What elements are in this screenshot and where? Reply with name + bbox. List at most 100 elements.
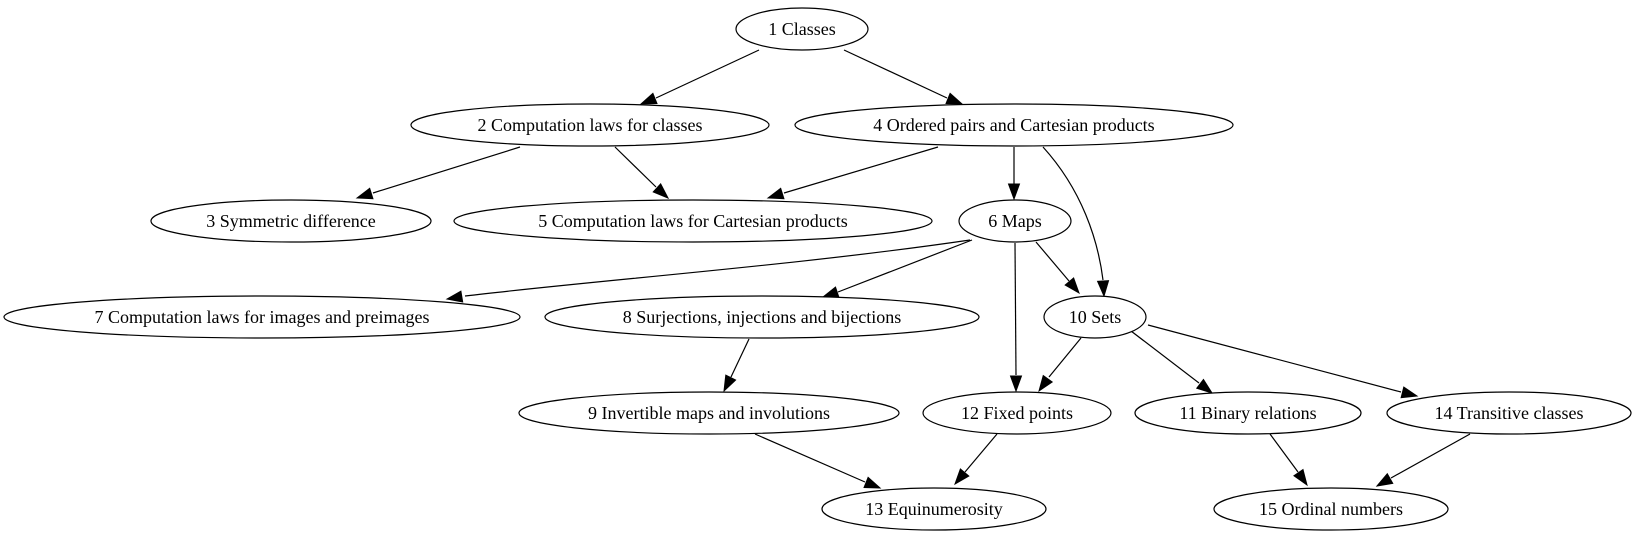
edge-n8-to-n9 <box>723 338 750 393</box>
edge-n12-to-n13 <box>954 433 998 486</box>
edge-n6-to-n7 <box>445 239 971 303</box>
node-n12: 12 Fixed points <box>922 391 1112 435</box>
edge-line <box>837 239 973 293</box>
edge-n6-to-n10 <box>1035 241 1080 295</box>
node-label: 12 Fixed points <box>961 403 1073 423</box>
edge-n10-to-n11 <box>1130 330 1214 394</box>
node-n1: 1 Classes <box>735 7 869 51</box>
edge-line <box>1390 433 1471 479</box>
node-ellipse <box>3 295 521 339</box>
edge-line <box>1269 433 1299 473</box>
edge-n2-to-n3 <box>355 146 521 200</box>
arrowhead <box>1009 375 1023 393</box>
edge-line <box>1130 330 1200 384</box>
arrowhead <box>652 182 670 199</box>
node-n4: 4 Ordered pairs and Cartesian products <box>794 103 1234 147</box>
edge-line <box>964 433 998 473</box>
arrowhead <box>863 476 882 489</box>
edge-line <box>372 146 521 194</box>
edge-n14-to-n15 <box>1375 433 1471 487</box>
arrowhead <box>1038 374 1054 393</box>
node-ellipse <box>1043 295 1147 339</box>
arrowhead <box>1293 468 1308 487</box>
node-n14: 14 Transitive classes <box>1386 391 1632 435</box>
arrowhead <box>766 187 785 200</box>
node-n5: 5 Computation laws for Cartesian product… <box>453 199 933 243</box>
node-n3: 3 Symmetric difference <box>150 199 432 243</box>
node-label: 15 Ordinal numbers <box>1259 499 1403 519</box>
node-label: 3 Symmetric difference <box>206 211 376 231</box>
node-label: 14 Transitive classes <box>1434 403 1583 423</box>
node-ellipse <box>518 391 900 435</box>
node-label: 2 Computation laws for classes <box>478 115 703 135</box>
node-ellipse <box>410 103 770 147</box>
node-n15: 15 Ordinal numbers <box>1213 487 1449 531</box>
edge-n10-to-n12 <box>1038 337 1082 393</box>
edge-n11-to-n15 <box>1269 433 1308 487</box>
edge-line <box>1035 241 1070 282</box>
edge-n1-to-n4 <box>843 49 964 105</box>
edge-line <box>1048 337 1082 378</box>
edge-line <box>1014 242 1017 376</box>
edge-line <box>783 146 939 194</box>
edge-line <box>614 146 657 188</box>
edge-line <box>464 239 971 297</box>
node-label: 4 Ordered pairs and Cartesian products <box>873 115 1154 135</box>
arrowhead <box>1007 183 1021 201</box>
edge-n6-to-n8 <box>821 239 973 298</box>
node-ellipse <box>453 199 933 243</box>
node-label: 6 Maps <box>988 211 1042 231</box>
arrowhead <box>1096 280 1110 298</box>
edge-n2-to-n5 <box>614 146 670 199</box>
nodes-layer: 1 Classes 2 Computation laws for classes 3… <box>3 7 1632 531</box>
arrowhead <box>1195 378 1214 394</box>
arrowhead <box>639 92 658 105</box>
edge-line <box>655 49 760 99</box>
edges-layer <box>355 49 1471 489</box>
node-label: 9 Invertible maps and involutions <box>588 403 830 423</box>
arrowhead <box>954 468 970 486</box>
edge-n10-to-n14 <box>1147 324 1419 399</box>
node-label: 7 Computation laws for images and preima… <box>95 307 430 327</box>
arrowhead <box>821 286 840 298</box>
node-n9: 9 Invertible maps and involutions <box>518 391 900 435</box>
edge-n4-to-n10 <box>1042 146 1110 298</box>
node-n2: 2 Computation laws for classes <box>410 103 770 147</box>
edge-line <box>730 338 750 378</box>
arrowhead <box>1064 277 1080 295</box>
edge-line <box>843 49 948 99</box>
node-ellipse <box>922 391 1112 435</box>
arrowhead <box>445 290 464 303</box>
node-n7: 7 Computation laws for images and preima… <box>3 295 521 339</box>
node-n13: 13 Equinumerosity <box>821 487 1047 531</box>
node-label: 5 Computation laws for Cartesian product… <box>538 211 847 231</box>
edge-line <box>754 433 866 483</box>
node-n11: 11 Binary relations <box>1134 391 1362 435</box>
edge-n6-to-n12 <box>1009 242 1023 393</box>
node-ellipse <box>958 199 1072 243</box>
arrowhead <box>1375 472 1394 487</box>
node-ellipse <box>821 487 1047 531</box>
node-n6: 6 Maps <box>958 199 1072 243</box>
edge-line <box>1147 324 1402 393</box>
node-label: 10 Sets <box>1069 307 1122 327</box>
arrowhead <box>723 374 737 393</box>
node-ellipse <box>150 199 432 243</box>
node-n10: 10 Sets <box>1043 295 1147 339</box>
arrowhead <box>1400 386 1419 399</box>
node-ellipse <box>1213 487 1449 531</box>
node-ellipse <box>1386 391 1632 435</box>
edge-n4-to-n5 <box>766 146 939 200</box>
arrowhead <box>945 92 964 105</box>
node-label: 11 Binary relations <box>1179 403 1316 423</box>
node-ellipse <box>544 295 980 339</box>
edge-n4-to-n6 <box>1007 147 1021 201</box>
edge-n1-to-n2 <box>639 49 760 105</box>
node-n8: 8 Surjections, injections and bijections <box>544 295 980 339</box>
edge-line <box>1042 146 1104 281</box>
node-ellipse <box>794 103 1234 147</box>
node-label: 1 Classes <box>768 19 836 39</box>
node-label: 8 Surjections, injections and bijections <box>623 307 901 327</box>
node-label: 13 Equinumerosity <box>865 499 1003 519</box>
